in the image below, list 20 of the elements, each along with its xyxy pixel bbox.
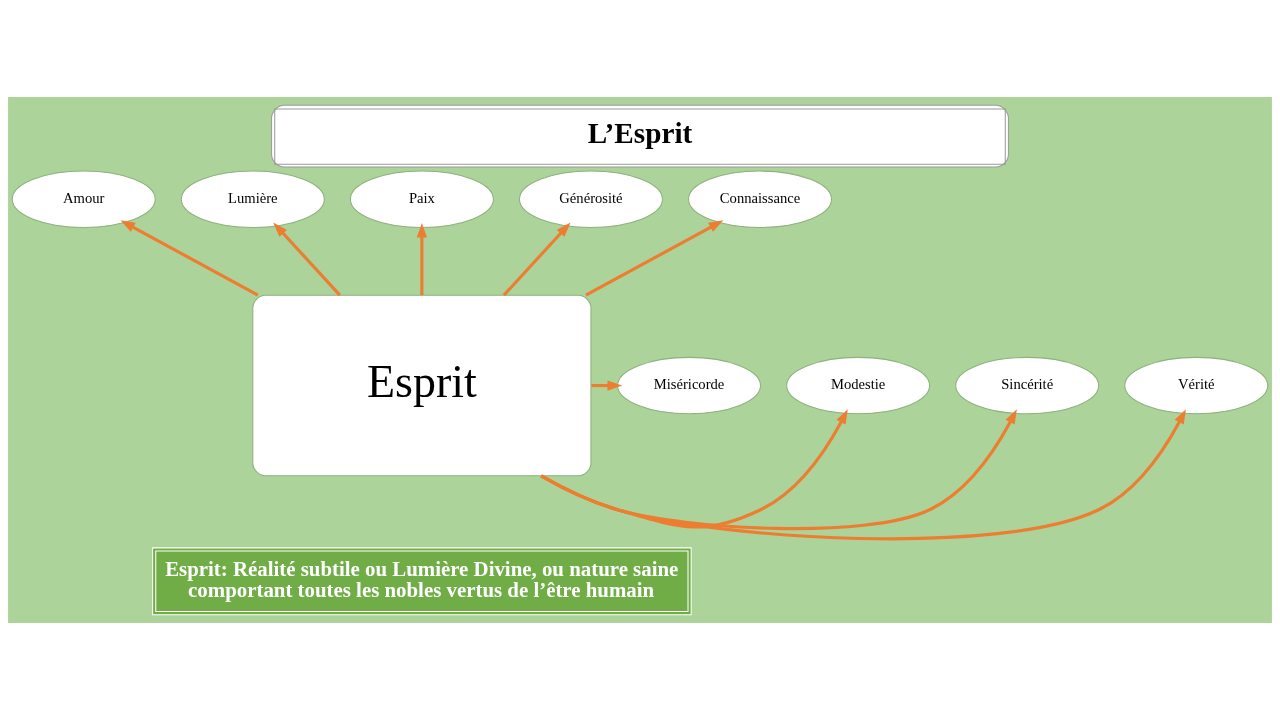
arrow [540,409,1017,531]
arrow [540,409,848,529]
node-ellipse: Modestie [786,356,931,415]
arrow [502,222,571,297]
arrow [120,220,259,297]
diagram-title: L’Esprit [587,116,693,149]
node-ellipse: Vérité [1124,356,1269,415]
node-ellipse: Miséricorde [617,356,762,415]
node-ellipse: Générosité [518,170,663,228]
arrow [540,409,1186,541]
node-ellipse: Amour [11,170,156,228]
node-ellipse: Lumière [180,170,325,228]
node-ellipse: Paix [349,170,494,228]
node-box: Esprit [252,294,592,477]
node-ellipse: Connaissance [688,170,833,228]
arrow [416,222,427,296]
arrow [273,222,341,297]
node-ellipse: Sincérité [955,356,1100,415]
arrow [585,220,724,297]
caption: Esprit: Réalité subtile ou Lumière Divine, ou nature saine comportant toutes les nobles vertus de l’être humain [165,557,679,602]
